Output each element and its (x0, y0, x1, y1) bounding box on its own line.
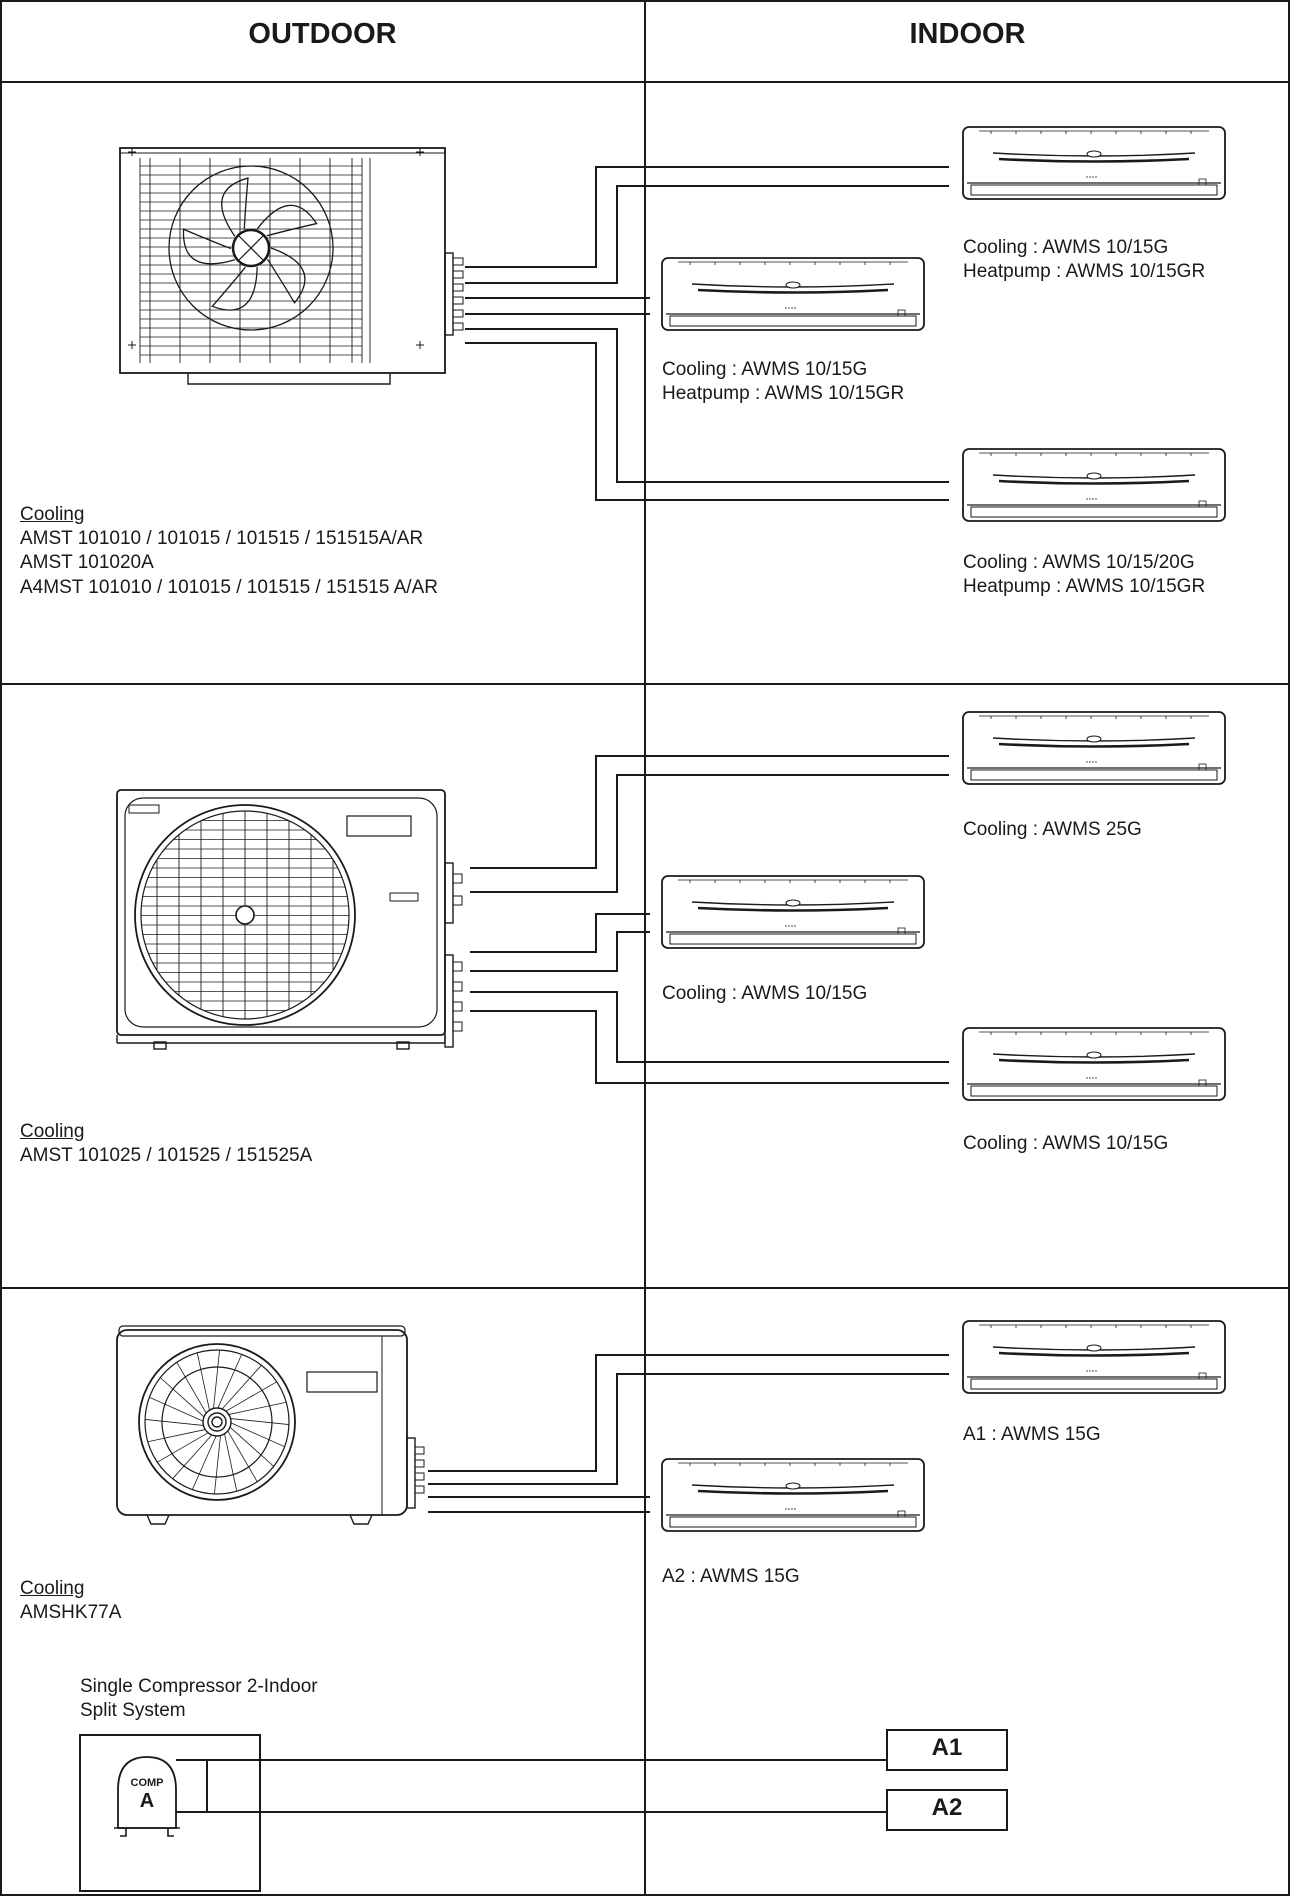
row3-piping (428, 1354, 949, 1513)
compressor-label: COMP (130, 1777, 164, 1789)
indoor-unit (962, 1320, 1226, 1394)
compressor-letter: A (139, 1790, 155, 1812)
row1-outdoor-model: AMST 101020A (20, 552, 154, 573)
row1-indoor-label: Heatpump : AWMS 10/15GR (963, 576, 1206, 597)
row3-indoor-label: A1 : AWMS 15G (963, 1424, 1101, 1445)
row2-piping (470, 755, 949, 1084)
row1-outdoor-type: Cooling (20, 504, 85, 525)
indoor-unit (661, 257, 925, 331)
row2-outdoor-model: AMST 101025 / 101525 / 151525A (20, 1145, 313, 1166)
outdoor-unit-2 (116, 789, 463, 1050)
indoor-unit (661, 1458, 925, 1532)
row1-indoor-label: Cooling : AWMS 10/15G (662, 359, 868, 380)
indoor-unit (962, 448, 1226, 522)
indoor-box-a2: A2 (931, 1794, 963, 1821)
row2-indoor-label: Cooling : AWMS 10/15G (963, 1133, 1169, 1154)
system-title: Single Compressor 2-Indoor (80, 1676, 318, 1697)
outdoor-header: OUTDOOR (248, 18, 397, 50)
row1-outdoor-model: AMST 101010 / 101015 / 101515 / 151515A/… (20, 528, 424, 549)
row1-indoor-label: Heatpump : AWMS 10/15GR (963, 261, 1206, 282)
row1-indoor-label: Cooling : AWMS 10/15/20G (963, 552, 1195, 573)
row1-indoor-label: Cooling : AWMS 10/15G (963, 237, 1169, 258)
single-compressor-schematic (79, 1729, 1008, 1892)
indoor-unit (962, 126, 1226, 200)
outdoor-unit-3 (116, 1325, 425, 1525)
row1-indoor-label: Heatpump : AWMS 10/15GR (662, 383, 905, 404)
outdoor-unit-1 (119, 147, 464, 385)
indoor-box-a1: A1 (931, 1734, 963, 1761)
row1-piping (465, 166, 949, 501)
indoor-unit (962, 711, 1226, 785)
indoor-unit (962, 1027, 1226, 1101)
row3-indoor-label: A2 : AWMS 15G (662, 1566, 800, 1587)
row2-indoor-label: Cooling : AWMS 10/15G (662, 983, 868, 1004)
row1-outdoor-model: A4MST 101010 / 101015 / 101515 / 151515 … (20, 577, 438, 598)
row2-indoor-label: Cooling : AWMS 25G (963, 819, 1142, 840)
system-title: Split System (80, 1700, 186, 1721)
indoor-unit (661, 875, 925, 949)
row3-outdoor-type: Cooling (20, 1578, 85, 1599)
row2-outdoor-type: Cooling (20, 1121, 85, 1142)
row3-outdoor-model: AMSHK77A (20, 1602, 122, 1623)
indoor-header: INDOOR (909, 18, 1026, 50)
